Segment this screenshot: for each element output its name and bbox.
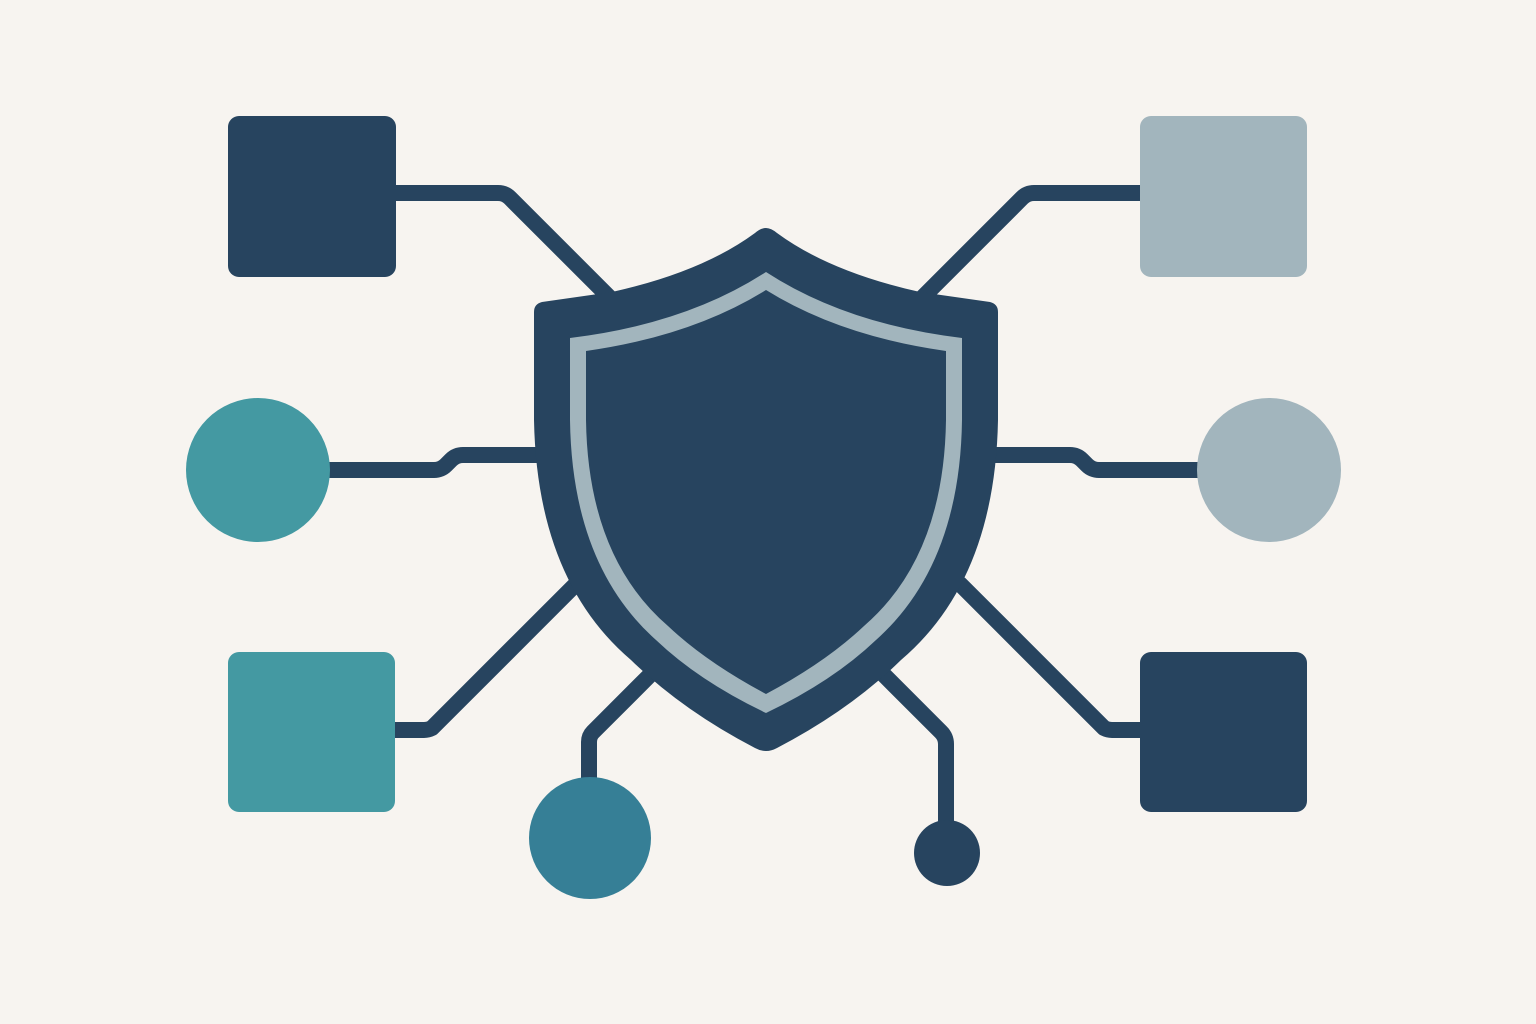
connector-bottom-right	[952, 576, 1148, 738]
connector-bottom-center-left	[581, 666, 659, 788]
node-bottom-center-left	[529, 777, 651, 899]
connector-middle-left	[322, 447, 549, 478]
connectors	[322, 185, 1206, 838]
node-middle-left	[186, 398, 330, 542]
connector-top-right	[910, 185, 1148, 310]
shield-icon	[534, 228, 998, 751]
node-bottom-right	[1140, 652, 1307, 812]
node-bottom-left	[228, 652, 395, 812]
connector-bottom-center-right	[875, 666, 954, 838]
network-nodes	[186, 116, 1341, 899]
connector-middle-right	[987, 447, 1206, 478]
connector-top-left	[388, 185, 623, 311]
shield-inner-face	[586, 290, 946, 694]
node-bottom-center-right	[914, 820, 980, 886]
connector-bottom-left	[387, 576, 584, 738]
node-top-left	[228, 116, 396, 277]
node-middle-right	[1197, 398, 1341, 542]
node-top-right	[1140, 116, 1307, 277]
